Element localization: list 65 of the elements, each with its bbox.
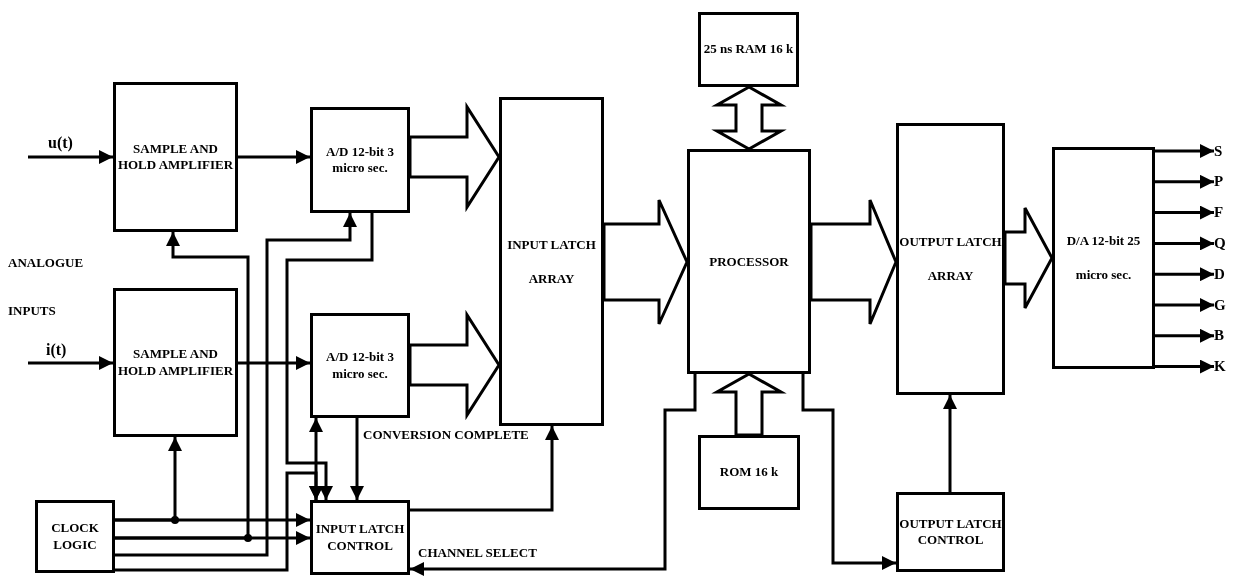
edge-label: i(t) [46, 340, 67, 360]
block-label: 25 ns RAM 16 k [703, 41, 794, 58]
latch-array-block [896, 123, 1005, 395]
arrow [28, 356, 113, 370]
arrow [115, 232, 250, 540]
latch-array-block [499, 97, 604, 426]
output-signal-label: Q [1214, 234, 1226, 253]
block-label: PROCESSOR [709, 252, 789, 271]
arrow [943, 395, 957, 492]
bus-arrow [408, 101, 501, 213]
arrow [410, 426, 559, 512]
bus-arrow [711, 372, 787, 437]
arrow [115, 471, 323, 572]
block-label: A/D 12-bit 3 micro sec. [325, 349, 395, 382]
bus-arrow [602, 198, 689, 326]
control-block [310, 500, 410, 575]
arrow [238, 356, 310, 370]
converter-block [310, 107, 410, 213]
arrow [801, 374, 896, 570]
processor-block [687, 149, 811, 374]
arrow [115, 213, 357, 557]
output-signal-label: F [1214, 203, 1224, 222]
output-signal-label: B [1214, 326, 1224, 346]
arrow [1155, 298, 1214, 312]
arrow [1155, 205, 1214, 220]
arrow [115, 437, 182, 522]
arrow [1155, 236, 1214, 251]
memory-block [698, 12, 799, 87]
block-label: INPUT LATCH CONTROL [314, 521, 406, 554]
output-signal-label: G [1214, 295, 1226, 315]
output-signal-label: D [1214, 264, 1225, 284]
block-label: OUTPUT LATCH ARRAY [899, 233, 1002, 285]
arrow [410, 374, 697, 576]
block-label: SAMPLE AND HOLD AMPLIFIER [116, 140, 235, 174]
block-label: CLOCK LOGIC [50, 520, 100, 553]
bus-arrow [1003, 206, 1054, 310]
block-label: D/A 12-bit 25 micro sec. [1065, 232, 1142, 284]
arrow [1155, 267, 1214, 282]
output-signal-label: S [1214, 141, 1223, 161]
memory-block [698, 435, 800, 510]
amplifier-block [113, 82, 238, 232]
block-label: INPUT LATCH ARRAY [506, 235, 597, 288]
arrow [1155, 174, 1214, 189]
block-label: A/D 12-bit 3 micro sec. [325, 143, 395, 177]
control-block [896, 492, 1005, 572]
converter-block [1052, 147, 1155, 369]
arrow [350, 418, 364, 500]
arrow [28, 150, 113, 164]
block-label: OUTPUT LATCH CONTROL [899, 515, 1002, 549]
block-label: ROM 16 k [719, 464, 779, 481]
bus-arrow [809, 198, 898, 326]
arrow [1155, 359, 1214, 374]
double-bus-arrow [711, 85, 787, 151]
arrow [1155, 328, 1214, 343]
edge-label: u(t) [48, 133, 73, 153]
output-signal-label: P [1214, 172, 1224, 192]
arrow [1155, 144, 1214, 158]
block-label: SAMPLE AND HOLD AMPLIFIER [116, 346, 235, 379]
converter-block [310, 313, 410, 418]
output-signal-label: K [1214, 357, 1226, 376]
arrow [238, 150, 310, 164]
bus-arrow [408, 309, 501, 421]
amplifier-block [113, 288, 238, 437]
arrow [285, 213, 374, 500]
clock-block [35, 500, 115, 573]
